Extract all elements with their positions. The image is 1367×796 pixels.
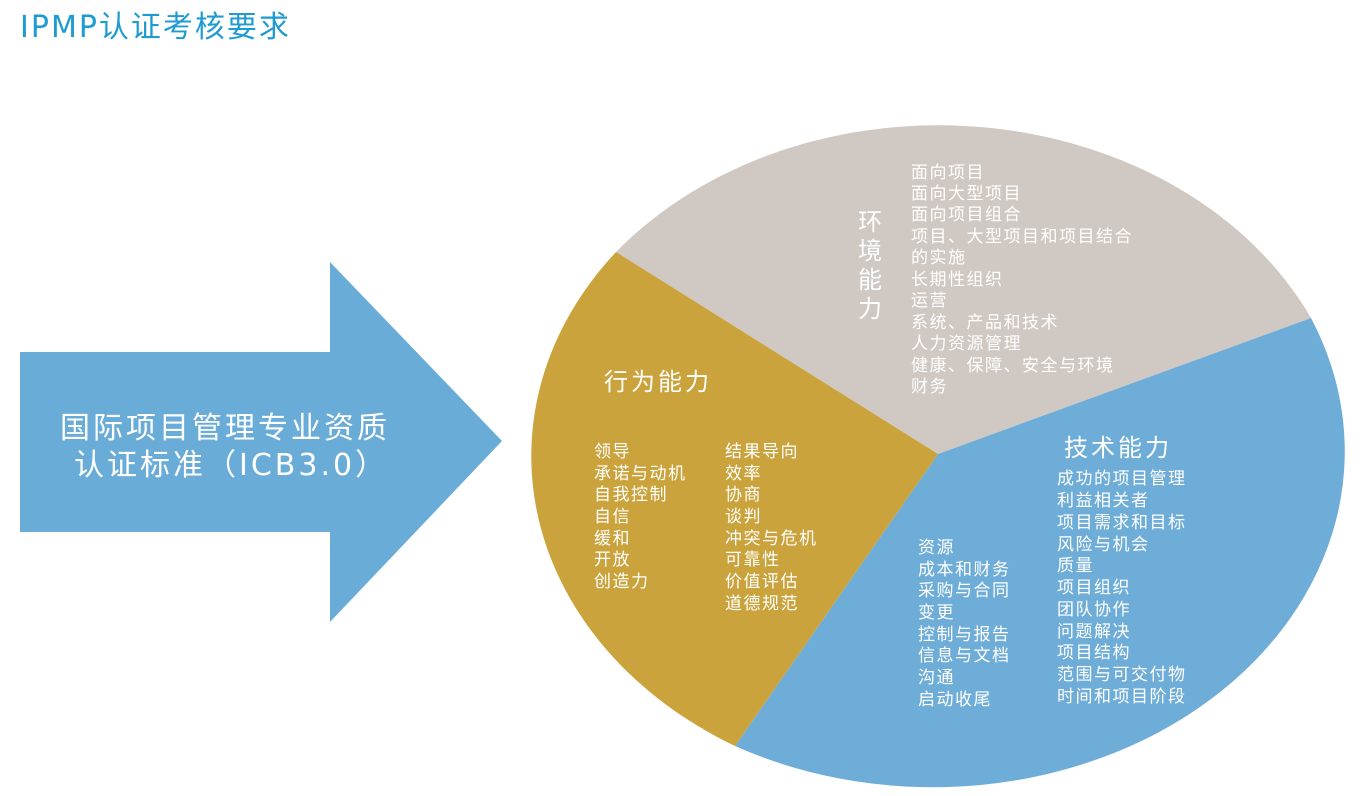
behavior-col-2: 结果导向 效率 协商 谈判 冲突与危机 可靠性 价值评估 道德规范: [725, 442, 818, 614]
technical-item: 时间和项目阶段: [1057, 687, 1187, 707]
behavior-item: 创造力: [594, 572, 650, 592]
environment-items: 面向项目 面向大型项目 面向项目组合 项目、大型项目和项目结合 的实施 长期性组…: [911, 163, 1133, 397]
technical-item: 启动收尾: [918, 690, 992, 710]
technical-item: 变更: [918, 603, 955, 623]
environment-item: 项目、大型项目和项目结合: [911, 227, 1133, 247]
segment-behavior: [531, 252, 938, 746]
behavior-item: 道德规范: [725, 594, 799, 614]
environment-heading-char: 力: [858, 295, 885, 323]
technical-col-1: 资源 成本和财务 采购与合同 变更 控制与报告 信息与文档 沟通 启动收尾: [918, 538, 1011, 710]
behavior-item: 冲突与危机: [725, 529, 818, 549]
technical-item: 问题解决: [1057, 622, 1131, 642]
behavior-item: 开放: [594, 550, 631, 570]
arrow-label-line-1: 国际项目管理专业资质: [60, 411, 390, 446]
technical-item: 团队协作: [1057, 600, 1131, 620]
environment-heading-char: 境: [858, 237, 885, 265]
behavior-item: 可靠性: [725, 550, 781, 570]
behavior-item: 协商: [725, 485, 762, 505]
environment-heading-char: 能: [858, 266, 885, 294]
behavior-heading: 行为能力: [604, 368, 712, 396]
technical-item: 资源: [918, 538, 955, 558]
environment-item: 的实施: [911, 248, 967, 268]
environment-heading: 环 境 能 力: [858, 208, 885, 323]
technical-item: 成功的项目管理: [1057, 469, 1187, 489]
technical-item: 采购与合同: [918, 581, 1011, 601]
behavior-item: 承诺与动机: [594, 464, 687, 484]
behavior-item: 效率: [725, 464, 762, 484]
technical-item: 信息与文档: [918, 646, 1011, 666]
technical-col-2: 成功的项目管理 利益相关者 项目需求和目标 风险与机会 质量 项目组织 团队协作…: [1057, 469, 1187, 707]
technical-item: 项目需求和目标: [1057, 513, 1187, 533]
environment-item: 面向大型项目: [911, 184, 1022, 204]
behavior-item: 自信: [594, 507, 631, 527]
technical-item: 范围与可交付物: [1057, 665, 1187, 685]
technical-item: 沟通: [918, 668, 955, 688]
technical-item: 风险与机会: [1057, 535, 1150, 555]
technical-item: 控制与报告: [918, 625, 1011, 645]
environment-item: 长期性组织: [911, 270, 1004, 290]
technical-item: 项目结构: [1057, 643, 1131, 663]
behavior-item: 缓和: [594, 529, 631, 549]
technical-item: 项目组织: [1057, 578, 1131, 598]
environment-item: 面向项目: [911, 163, 985, 183]
environment-item: 健康、保障、安全与环境: [911, 356, 1115, 376]
icb-arrow: [20, 262, 502, 622]
behavior-item: 自我控制: [594, 485, 668, 505]
technical-item: 利益相关者: [1057, 491, 1150, 511]
behavior-item: 结果导向: [725, 442, 799, 462]
technical-item: 成本和财务: [918, 560, 1011, 580]
environment-item: 人力资源管理: [911, 334, 1022, 354]
segment-environment: [616, 125, 1311, 455]
technical-heading: 技术能力: [1064, 434, 1172, 462]
environment-heading-char: 环: [858, 208, 885, 236]
behavior-item: 价值评估: [725, 572, 799, 592]
arrow-label-line-2: 认证标准（ICB3.0）: [74, 448, 388, 483]
environment-item: 面向项目组合: [911, 205, 1022, 225]
behavior-item: 谈判: [725, 507, 762, 527]
page-title: IPMP认证考核要求: [20, 10, 291, 45]
segment-technical: [735, 318, 1345, 788]
technical-item: 质量: [1057, 556, 1094, 576]
environment-item: 运营: [911, 291, 948, 311]
behavior-item: 领导: [594, 442, 631, 462]
environment-item: 系统、产品和技术: [911, 313, 1059, 333]
behavior-col-1: 领导 承诺与动机 自我控制 自信 缓和 开放 创造力: [594, 442, 687, 592]
environment-item: 财务: [911, 377, 948, 397]
